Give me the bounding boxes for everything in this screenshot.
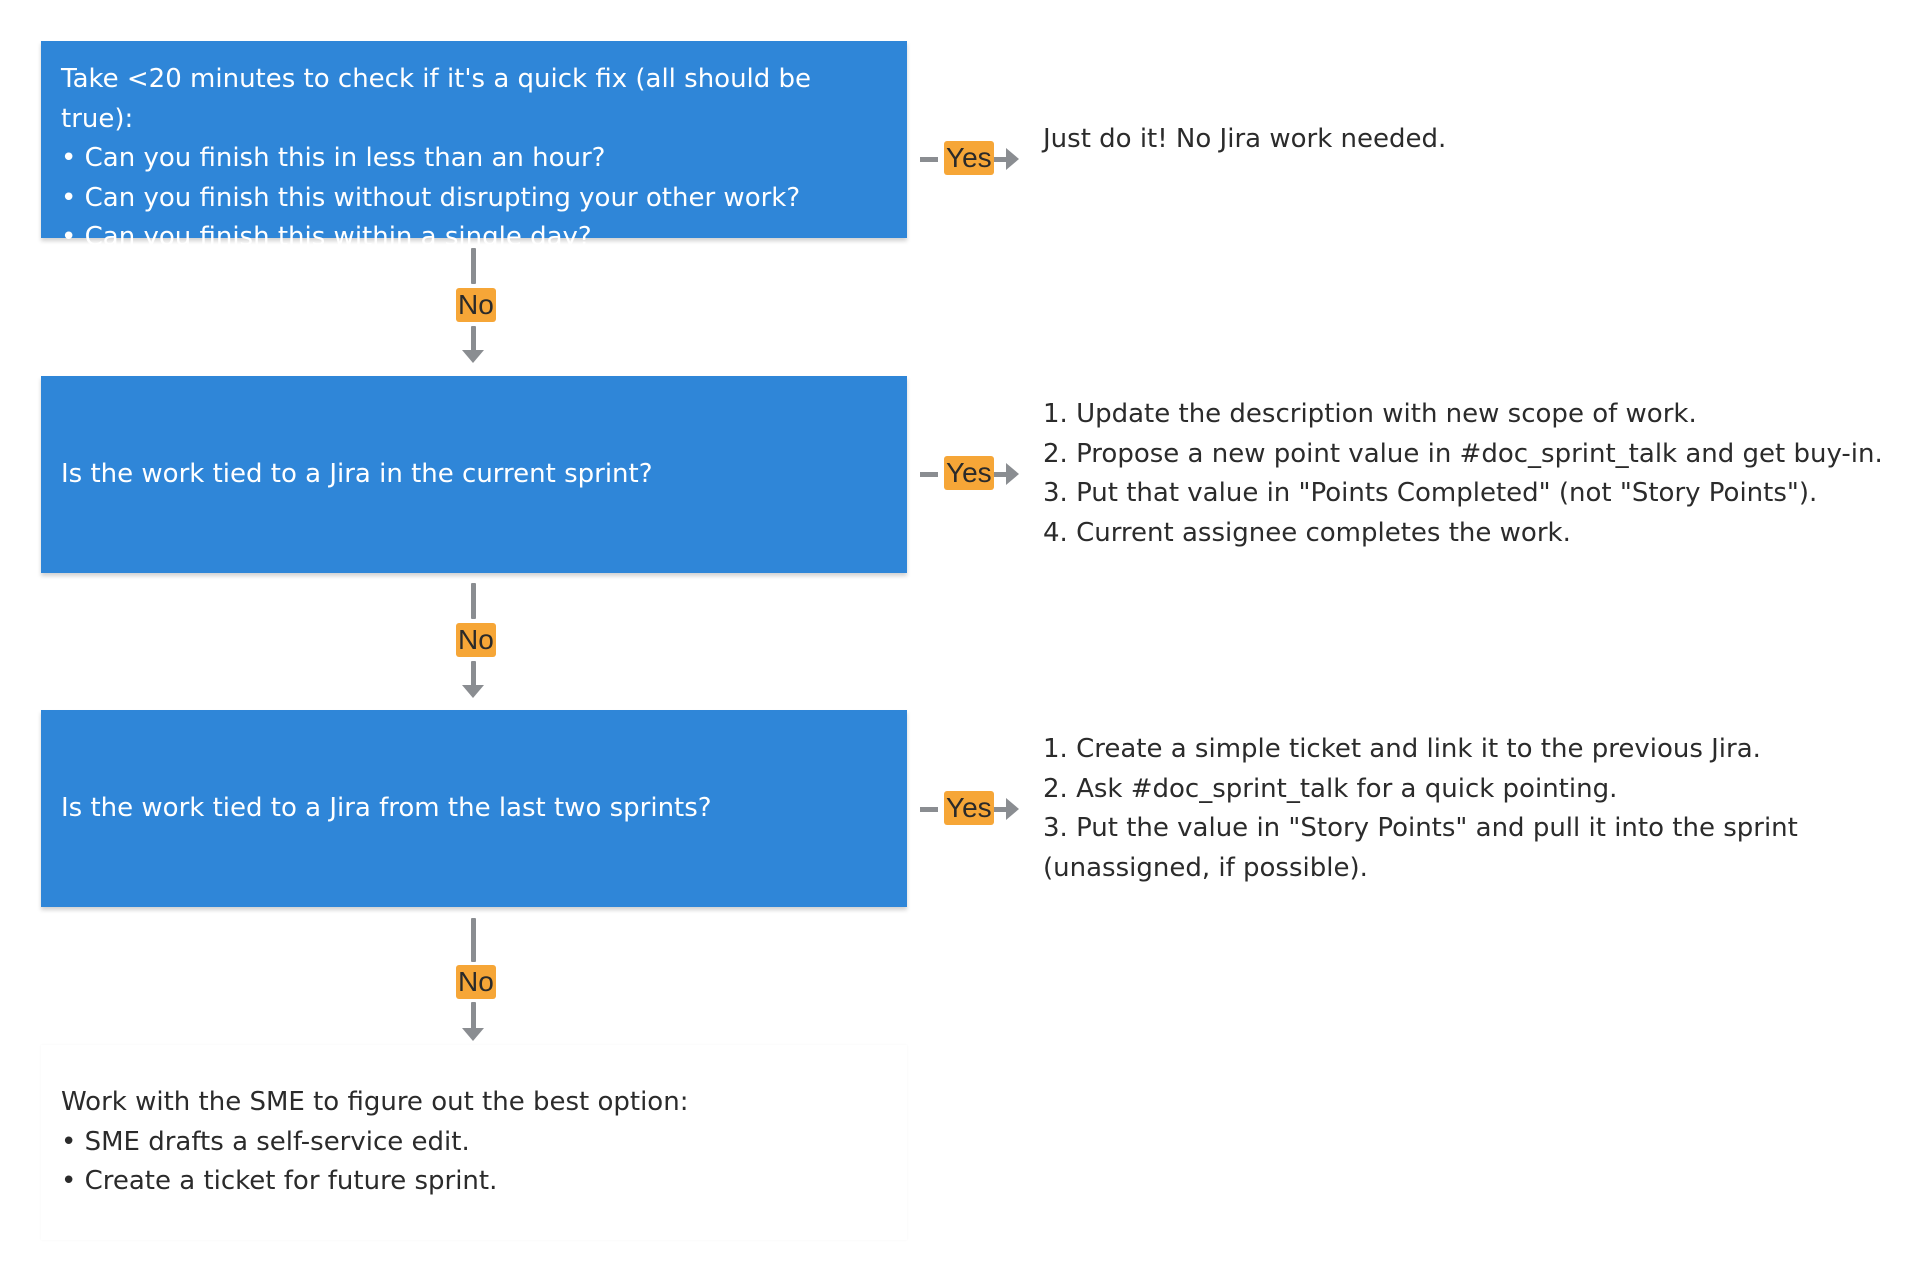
no-label: No (456, 965, 496, 999)
decision-bullet: Can you finish this in less than an hour… (61, 139, 887, 179)
arrow-down-icon (462, 685, 484, 698)
result-step: (unassigned, if possible). (1043, 852, 1368, 883)
decision-text: Is the work tied to a Jira in the curren… (61, 458, 653, 489)
result-step: 3. Put that value in "Points Completed" … (1043, 478, 1818, 508)
decision-text: Is the work tied to a Jira from the last… (61, 792, 712, 823)
result-step: 1. Update the description with new scope… (1043, 399, 1697, 429)
arrow-down-icon (462, 350, 484, 363)
yes-connector (920, 145, 1020, 175)
decision-bullet: Can you finish this within a single day? (61, 218, 887, 258)
decision-title: Take <20 minutes to check if it's a quic… (61, 64, 812, 134)
final-outcome-box: Work with the SME to figure out the best… (41, 1045, 907, 1240)
decision-bullet: Can you finish this without disrupting y… (61, 179, 887, 219)
no-label: No (456, 623, 496, 657)
result-step: 2. Ask #doc_sprint_talk for a quick poin… (1043, 773, 1618, 804)
decision-box-quick-fix: Take <20 minutes to check if it's a quic… (41, 41, 907, 252)
result-step: 1. Create a simple ticket and link it to… (1043, 734, 1761, 764)
final-title: Work with the SME to figure out the best… (61, 1087, 689, 1117)
result-step: 4. Current assignee completes the work. (1043, 517, 1571, 548)
no-label: No (456, 288, 496, 322)
result-last-two-sprints-steps: 1. Create a simple ticket and link it to… (1043, 730, 1798, 888)
final-bullet: SME drafts a self-service edit. (61, 1123, 887, 1163)
result-current-sprint-steps: 1. Update the description with new scope… (1043, 395, 1883, 553)
arrow-right-icon (1006, 463, 1019, 485)
yes-label: Yes (944, 456, 994, 490)
yes-label: Yes (944, 791, 994, 825)
arrow-right-icon (1006, 798, 1019, 820)
yes-connector (920, 795, 1020, 825)
arrow-down-icon (462, 1028, 484, 1041)
result-step: 2. Propose a new point value in #doc_spr… (1043, 438, 1883, 469)
yes-label: Yes (944, 141, 994, 175)
no-connector (459, 583, 487, 699)
decision-box-last-two-sprints: Is the work tied to a Jira from the last… (41, 710, 907, 907)
no-connector (459, 248, 487, 364)
no-connector (459, 918, 487, 1044)
final-bullet: Create a ticket for future sprint. (61, 1162, 887, 1202)
result-just-do-it: Just do it! No Jira work needed. (1043, 124, 1447, 154)
yes-connector (920, 460, 1020, 490)
arrow-right-icon (1006, 148, 1019, 170)
decision-box-current-sprint: Is the work tied to a Jira in the curren… (41, 376, 907, 573)
result-step: 3. Put the value in "Story Points" and p… (1043, 813, 1798, 843)
